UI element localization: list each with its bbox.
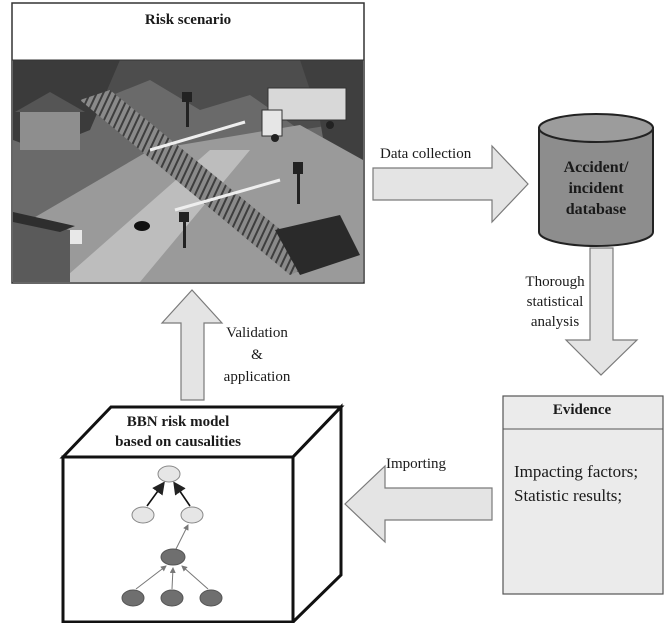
thorough-analysis-arrow [564, 247, 639, 376]
bbn-node-bottom-center [160, 589, 184, 607]
accident-database-cylinder [538, 113, 654, 247]
bbn-title-line-1: BBN risk model [126, 414, 230, 430]
evidence-item-2: Statistic results; [514, 486, 623, 505]
validation-line-1: Validation [226, 325, 288, 341]
bbn-node-mid-left [131, 506, 155, 524]
bbn-model-title: BBN risk model based on causalities [64, 412, 292, 452]
bbn-node-bottom-left [121, 589, 145, 607]
bbn-node-center [160, 548, 186, 566]
data-collection-arrow [372, 144, 529, 224]
level-crossing-photo [13, 60, 363, 282]
thorough-analysis-label: Thorough statistical analysis [505, 272, 605, 332]
bbn-network-edges [135, 481, 209, 590]
evidence-panel [502, 395, 664, 595]
evidence-title: Evidence [552, 402, 612, 418]
database-label: Accident/ incident database [540, 157, 652, 220]
validation-arrow [160, 289, 224, 401]
bbn-node-mid-right [180, 506, 204, 524]
importing-arrow [344, 464, 493, 544]
bbn-node-bottom-right [199, 589, 223, 607]
database-label-line-3: database [565, 201, 627, 218]
thorough-line-1: Thorough [525, 274, 585, 290]
validation-line-3: application [223, 369, 291, 385]
bbn-model-box [59, 403, 345, 626]
thorough-line-2: statistical [526, 294, 584, 310]
validation-label: Validation & application [207, 322, 307, 388]
thorough-line-3: analysis [530, 314, 580, 330]
evidence-item-1: Impacting factors; [514, 462, 639, 481]
data-collection-label: Data collection [380, 146, 472, 162]
bbn-title-line-2: based on causalities [115, 434, 241, 450]
importing-label: Importing [386, 456, 446, 472]
risk-scenario-panel [11, 2, 365, 284]
database-label-line-2: incident [568, 180, 624, 197]
risk-scenario-title: Risk scenario [144, 12, 232, 28]
validation-line-2: & [251, 347, 263, 363]
bbn-node-top [157, 465, 181, 483]
database-label-line-1: Accident/ [563, 159, 629, 176]
